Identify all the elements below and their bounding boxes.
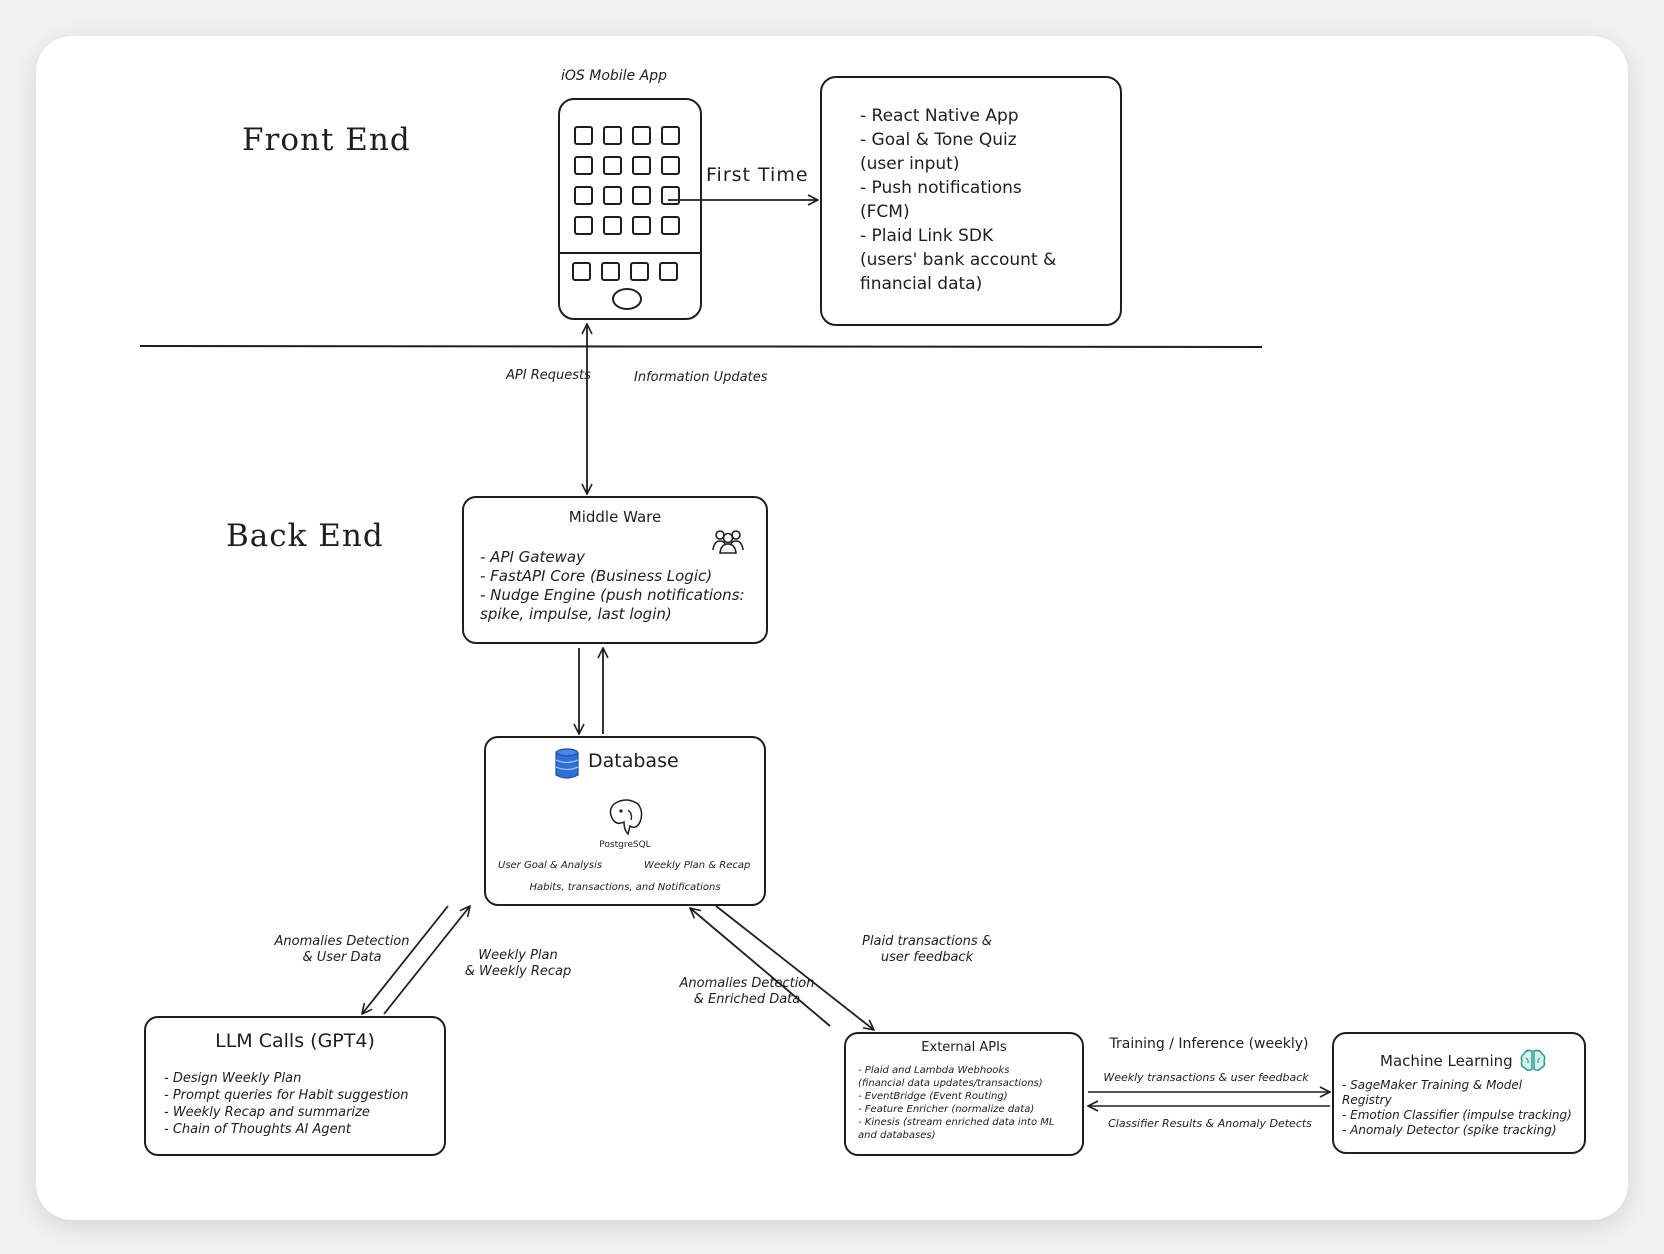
llm-item: - Design Weekly Plan: [164, 1071, 302, 1086]
classifier-results-label: Classifier Results & Anomaly Detects: [1108, 1117, 1312, 1130]
diagram-canvas: Front End Back End iOS Mobile App First …: [36, 36, 1628, 1220]
information-updates-label: Information Updates: [634, 370, 768, 385]
feature-item: financial data): [860, 274, 983, 294]
feature-item: (users' bank account &: [860, 250, 1057, 270]
ml-item: Registry: [1342, 1093, 1392, 1107]
app-icon: [632, 216, 651, 235]
database-title: Database: [588, 750, 679, 772]
feature-item: (FCM): [860, 202, 910, 222]
home-button-icon: [612, 288, 642, 310]
llm-box: LLM Calls (GPT4) - Design Weekly Plan - …: [144, 1016, 446, 1156]
front-back-divider: [139, 345, 1263, 348]
connectors-layer: [139, 36, 1628, 1220]
feature-item: (user input): [860, 154, 960, 174]
app-icon: [574, 216, 593, 235]
llm-to-db-arrow: [383, 906, 470, 1015]
ml-item: - Anomaly Detector (spike tracking): [1342, 1123, 1557, 1137]
app-icon: [603, 126, 622, 145]
db-weekly-plan-label: Weekly Plan & Recap: [644, 860, 751, 871]
dock-app-icon: [572, 262, 591, 281]
middleware-item: - API Gateway: [480, 548, 585, 566]
external-apis-list: - Plaid and Lambda Webhooks (financial d…: [858, 1064, 1054, 1142]
ml-item: - Emotion Classifier (impulse tracking): [1342, 1108, 1572, 1122]
middleware-list: - API Gateway - FastAPI Core (Business L…: [480, 548, 745, 624]
feature-item: - Push notifications: [860, 178, 1022, 198]
llm-item: - Weekly Recap and summarize: [164, 1105, 370, 1120]
llm-title: LLM Calls (GPT4): [215, 1030, 375, 1052]
ios-app-title: iOS Mobile App: [561, 68, 667, 84]
app-icon: [632, 186, 651, 205]
brain-icon: [1520, 1049, 1546, 1072]
app-icon: [603, 156, 622, 175]
app-icon: [661, 156, 680, 175]
external-api-item: - Plaid and Lambda Webhooks: [858, 1065, 1010, 1076]
anomalies-enriched-label: Anomalies Detection & Enriched Data: [679, 976, 815, 1007]
anomalies-user-data-label: Anomalies Detection & User Data: [274, 934, 410, 965]
plaid-feedback-label: Plaid transactions & user feedback: [862, 934, 992, 965]
db-to-external-arrow: [715, 905, 874, 1030]
middleware-item: - Nudge Engine (push notifications:: [480, 586, 745, 604]
feature-item: - React Native App: [860, 106, 1019, 126]
database-icon: [555, 748, 579, 779]
app-icon: [632, 156, 651, 175]
db-user-goal-label: User Goal & Analysis: [498, 860, 603, 871]
feature-item: - Goal & Tone Quiz: [860, 130, 1017, 150]
middleware-item: spike, impulse, last login): [480, 605, 672, 623]
app-icon: [661, 186, 680, 205]
llm-item: - Chain of Thoughts AI Agent: [164, 1122, 351, 1137]
postgresql-label: PostgreSQL: [599, 840, 651, 850]
database-box: Database PostgreSQL User Goal & Analysis…: [484, 736, 766, 906]
feature-item: - Plaid Link SDK: [860, 226, 994, 246]
users-icon: [712, 530, 744, 554]
postgresql-icon: [609, 799, 643, 836]
app-icon: [574, 156, 593, 175]
weekly-transactions-label: Weekly transactions & user feedback: [1103, 1071, 1309, 1084]
llm-list: - Design Weekly Plan - Prompt queries fo…: [164, 1070, 409, 1138]
dock-app-icon: [659, 262, 678, 281]
external-apis-title: External APIs: [921, 1040, 1007, 1055]
external-api-item: - Kinesis (stream enriched data into ML: [858, 1117, 1055, 1128]
front-end-features-list: - React Native App - Goal & Tone Quiz (u…: [860, 104, 1056, 296]
training-inference-label: Training / Inference (weekly): [1109, 1036, 1309, 1052]
dock-app-icon: [601, 262, 620, 281]
db-to-llm-arrow: [362, 905, 449, 1014]
app-icon: [603, 216, 622, 235]
external-api-item: (financial data updates/transactions): [858, 1078, 1043, 1089]
ios-phone: [558, 98, 702, 320]
machine-learning-list: - SageMaker Training & Model Registry - …: [1342, 1078, 1572, 1138]
app-icon: [632, 126, 651, 145]
weekly-plan-recap-label: Weekly Plan & Weekly Recap: [464, 948, 572, 979]
external-apis-box: External APIs - Plaid and Lambda Webhook…: [844, 1032, 1084, 1156]
middleware-title: Middle Ware: [568, 508, 662, 526]
front-end-features-box: - React Native App - Goal & Tone Quiz (u…: [820, 76, 1122, 326]
machine-learning-box: Machine Learning - SageMaker Training & …: [1332, 1032, 1586, 1154]
middleware-item: - FastAPI Core (Business Logic): [480, 567, 713, 585]
back-end-title: Back End: [226, 518, 384, 554]
dock-divider: [558, 252, 702, 254]
external-api-item: - EventBridge (Event Routing): [858, 1091, 1008, 1102]
dock-app-icon: [630, 262, 649, 281]
ml-item: - SageMaker Training & Model: [1342, 1078, 1523, 1092]
first-time-label: First Time: [706, 164, 809, 186]
app-icon: [574, 186, 593, 205]
api-requests-label: API Requests: [506, 368, 591, 383]
external-api-item: and databases): [858, 1130, 936, 1141]
external-api-item: - Feature Enricher (normalize data): [858, 1104, 1035, 1115]
app-icon: [603, 186, 622, 205]
machine-learning-title: Machine Learning: [1380, 1052, 1513, 1070]
llm-item: - Prompt queries for Habit suggestion: [164, 1088, 409, 1103]
front-end-title: Front End: [242, 122, 411, 158]
app-icon: [661, 216, 680, 235]
app-icon: [574, 126, 593, 145]
app-icon: [661, 126, 680, 145]
db-habits-label: Habits, transactions, and Notifications: [529, 882, 721, 893]
middleware-box: Middle Ware - API Gateway - FastAPI Core…: [462, 496, 768, 644]
external-to-db-arrow: [690, 908, 831, 1027]
